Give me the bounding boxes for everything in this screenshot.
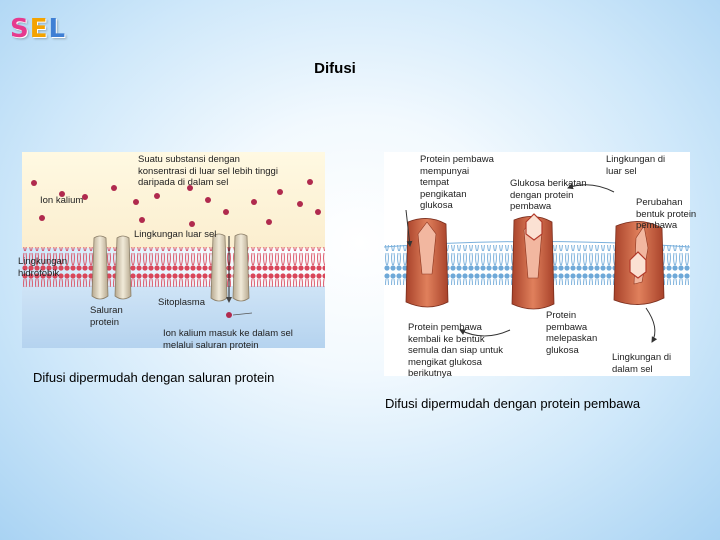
label-protein-channel: Saluran protein: [90, 305, 123, 328]
protein-channel-right: [210, 233, 250, 303]
label-outside-cell-right: Lingkungan di luar sel: [606, 154, 666, 177]
label-ion-entry: Ion kalium masuk ke dalam sel melalui sa…: [163, 328, 293, 351]
arrow-3: [645, 307, 658, 343]
label-inside-cell: Lingkungan di dalam sel: [612, 352, 672, 375]
carrier-diagram: [384, 152, 690, 376]
glucose-molecule: [525, 213, 543, 241]
label-substance-concentration: Suatu substansi dengan konsentrasi di lu…: [138, 154, 278, 188]
slide-title: Difusi: [314, 60, 356, 77]
caption-carrier-diffusion: Difusi dipermudah dengan protein pembawa: [385, 396, 641, 411]
caption-channel-diffusion: Difusi dipermudah dengan saluran protein: [33, 370, 275, 385]
logo-letter-e: E: [29, 14, 49, 44]
sel-logo: SEL: [10, 14, 66, 44]
label-binding-site: Protein pembawa mempunyai tempat pengika…: [420, 154, 494, 211]
arrow-4: [459, 329, 511, 337]
protein-channel-left: [91, 235, 132, 300]
label-carrier-returns: Protein pembawa kembali ke bentuk semula…: [408, 322, 504, 379]
carrier-protein-2: [511, 213, 555, 310]
arrow-2: [567, 183, 615, 193]
label-glucose-binds: Glukosa berikatan dengan protein pembawa: [510, 178, 587, 212]
label-hydrophobic: Lingkungan hidrofobik: [18, 256, 68, 279]
label-outside-cell-left: Lingkungan luar sel: [134, 229, 217, 240]
logo-letter-l: L: [48, 14, 67, 44]
label-shape-change: Perubahan bentuk protein pembawa: [636, 197, 697, 231]
logo-letter-s: S: [10, 14, 30, 44]
label-glucose-release: Protein pembawa melepaskan glukosa: [546, 310, 598, 356]
carrier-protein-3: [613, 221, 665, 305]
label-cytoplasm: Sitoplasma: [158, 297, 205, 308]
channel-diagram: [22, 152, 325, 348]
label-potassium-ion: Ion kalium: [40, 195, 84, 206]
potassium-ions: [31, 179, 321, 318]
glucose-molecule-bound: [629, 251, 647, 279]
carrier-protein-1: [405, 218, 449, 308]
arrow-1: [405, 209, 413, 247]
